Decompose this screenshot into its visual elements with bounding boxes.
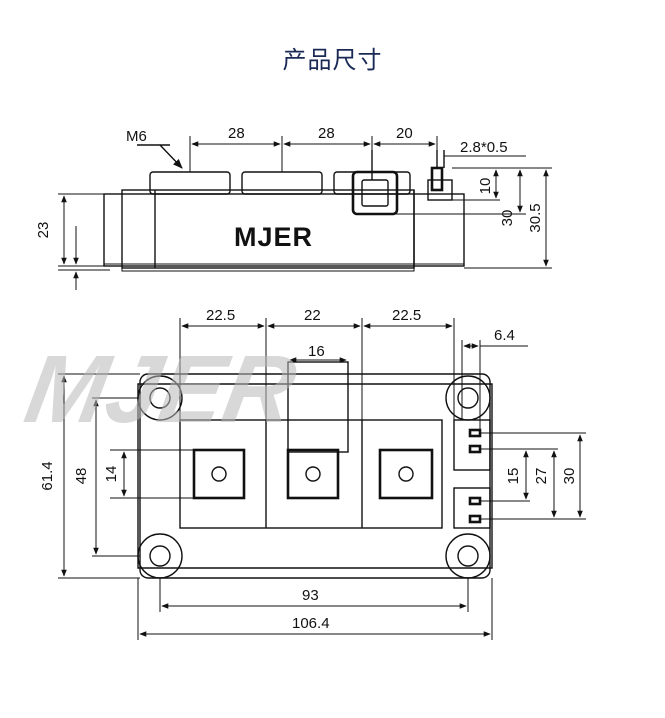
mount-hole-br: [445, 533, 491, 579]
top-view: 22.5 22 22.5 16 6.4 61.4 48 14 15: [39, 307, 586, 640]
page-title: 产品尺寸: [282, 46, 383, 74]
terminal-1: [192, 448, 246, 500]
dim-total-height: 30.5: [527, 203, 544, 232]
dim-height-inner: 48: [73, 468, 90, 485]
dim-stud-height: 30: [499, 210, 516, 227]
dim-height-total: 61.4: [39, 461, 56, 490]
dim-pitch-1: 28: [228, 125, 245, 142]
thread-label: M6: [126, 128, 147, 145]
dim-pitch-left: 22.5: [206, 307, 235, 324]
dim-pin-height: 10: [477, 178, 494, 195]
terminal-3: [378, 448, 434, 500]
brand-label: MJER: [234, 222, 313, 252]
dim-pin-pitch: 15: [505, 468, 522, 485]
mount-hole-tr: [445, 375, 491, 421]
dim-pitch-3: 20: [396, 125, 413, 142]
dim-length-total: 106.4: [292, 615, 330, 632]
dim-pin-size: 2.8*0.5: [460, 139, 508, 156]
dim-pin-span: 27: [533, 468, 550, 485]
mount-hole-bl: [137, 533, 183, 579]
dim-tab-height: 14: [103, 466, 120, 483]
dim-pitch-mid: 22: [304, 307, 321, 324]
watermark-logo: MJER: [18, 335, 304, 443]
dim-hole-pitch: 93: [302, 587, 319, 604]
housing-outline: [179, 419, 443, 529]
dim-pitch-right: 22.5: [392, 307, 421, 324]
control-pin: [427, 179, 453, 201]
terminal-2: [286, 448, 340, 500]
dim-pin-offset: 6.4: [494, 327, 515, 344]
dim-pin-span-outer: 30: [561, 468, 578, 485]
baseplate-outline: [137, 383, 493, 569]
side-view: MJER M6 28 28 20 2.8*0.5 23: [35, 125, 552, 290]
dim-height-left: 23: [35, 222, 52, 239]
dim-pitch-2: 28: [318, 125, 335, 142]
dim-tab-width: 16: [308, 343, 325, 360]
